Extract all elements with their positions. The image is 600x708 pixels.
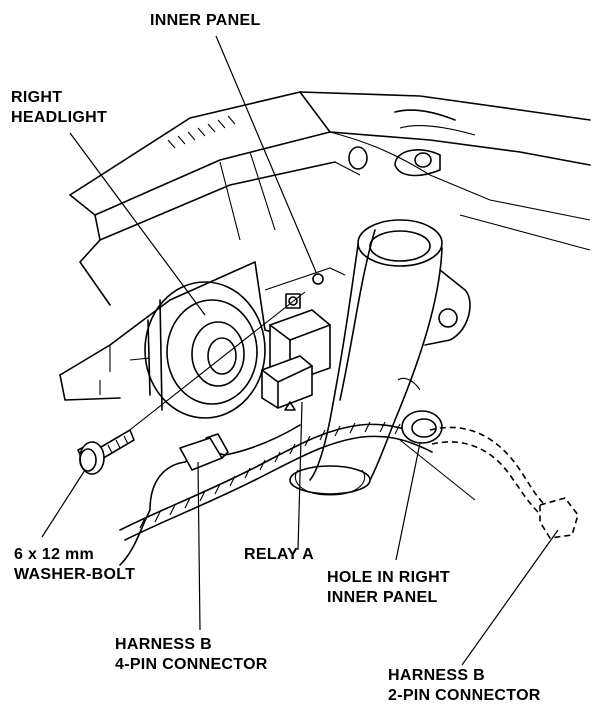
harness-b-dashed-routing [429,426,579,539]
upper-body-panel [69,91,591,306]
leader-hole [395,442,421,561]
leader-lines [41,35,559,666]
harness-b [119,421,433,566]
bolt-axis-line [111,291,306,445]
washer-bolt [77,429,135,475]
grommet-hole [397,377,476,501]
label-harness-b-2pin: HARNESS B 2-PIN CONNECTOR [388,667,541,704]
leader-4pin [197,461,201,631]
filler-neck [289,219,471,496]
leader-washer-bolt [41,469,86,538]
label-hole-right-inner-panel: HOLE IN RIGHT INNER PANEL [327,569,451,606]
label-washer-bolt: 6 x 12 mm WASHER-BOLT [14,546,136,583]
leader-right-headlight [69,132,206,316]
inner-panel-hole [264,267,346,291]
label-harness-b-4pin: HARNESS B 4-PIN CONNECTOR [115,636,268,673]
leader-inner-panel [215,35,317,273]
label-right-headlight: RIGHT HEADLIGHT [11,89,108,126]
leader-2pin [461,529,559,666]
leader-relay-a [297,401,303,551]
relay-a [261,293,331,411]
label-inner-panel: INNER PANEL [150,12,261,29]
label-relay-a: RELAY A [244,546,314,563]
